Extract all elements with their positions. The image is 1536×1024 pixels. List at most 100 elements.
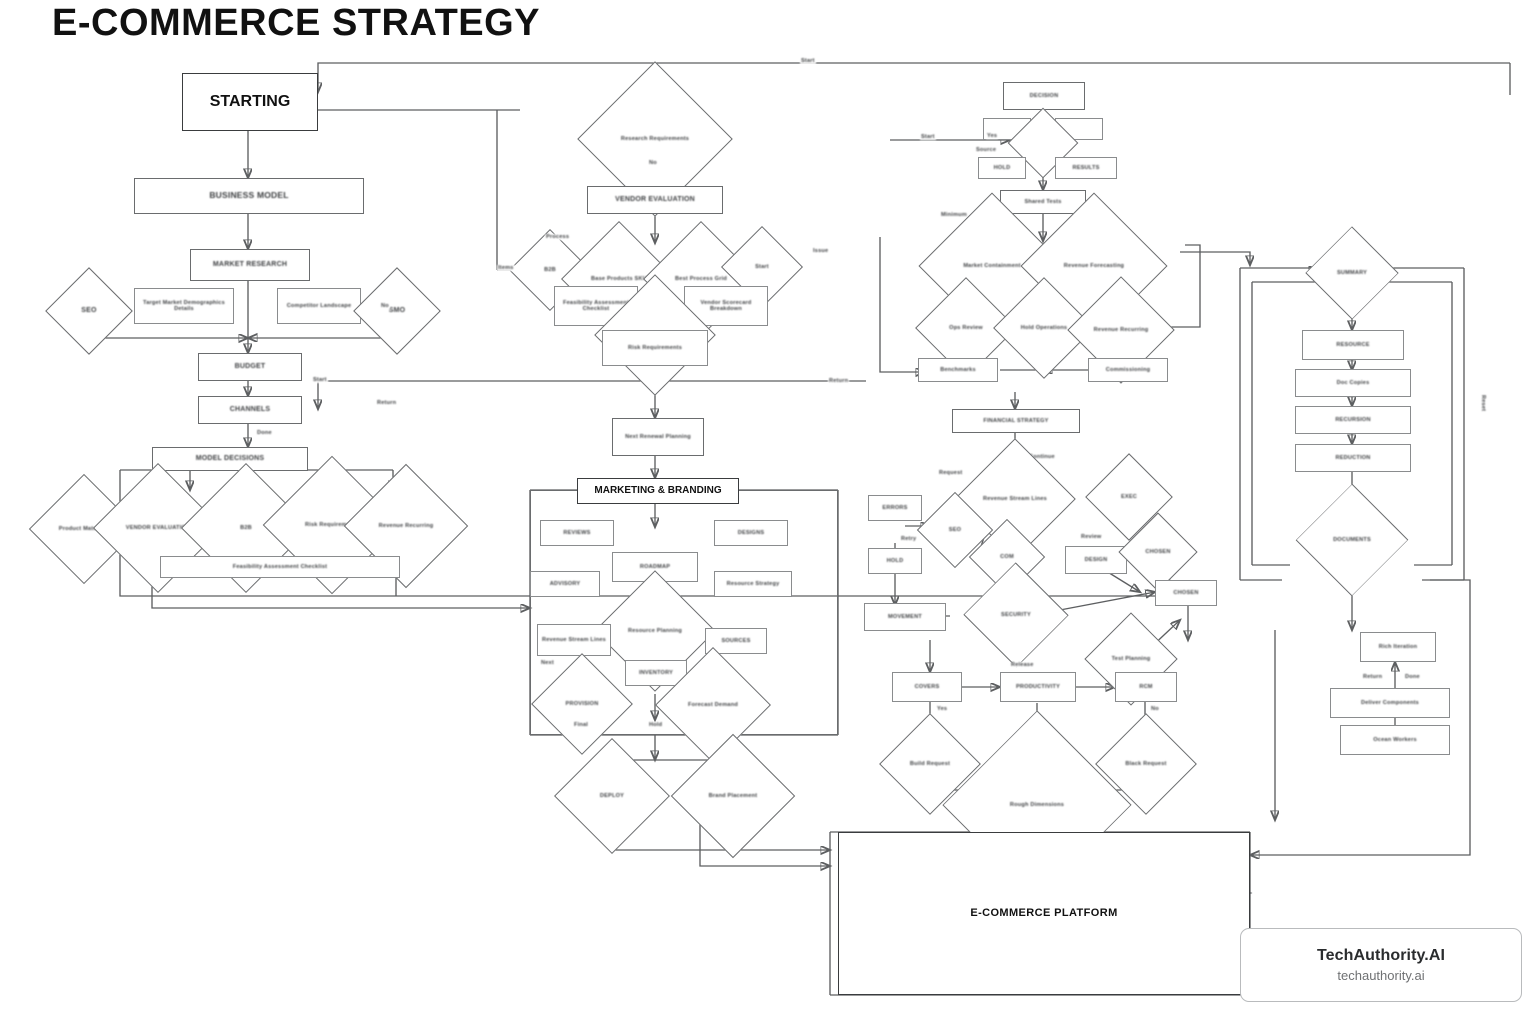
node-revenue-recurring[interactable]: Revenue Recurring xyxy=(1067,276,1175,384)
node-rough-dimensions-label: Rough Dimensions xyxy=(1009,801,1065,808)
edge-label-design: Review xyxy=(1080,534,1103,540)
node-ops-review-label: Ops Review xyxy=(949,324,983,331)
node-results[interactable]: RESULTS xyxy=(1055,157,1117,179)
node-left-diamond-2[interactable]: VENDOR EVALUATION xyxy=(92,462,224,594)
node-build-request[interactable]: Build Request xyxy=(879,713,981,815)
node-errors-label: ERRORS xyxy=(882,504,908,511)
node-doc-copies[interactable]: Doc Copies xyxy=(1295,369,1411,397)
node-ocean-workers[interactable]: Ocean Workers xyxy=(1340,725,1450,755)
node-productivity-label: PRODUCTIVITY xyxy=(1015,683,1061,690)
node-decision[interactable]: DECISION xyxy=(1003,82,1085,110)
node-revenue-streams[interactable]: Revenue Stream Lines xyxy=(954,438,1076,560)
node-test-planning[interactable]: Test Planning xyxy=(1084,612,1178,706)
node-left-diamond-4[interactable]: Risk Requirements xyxy=(262,455,402,595)
node-seo-mid[interactable]: SEO xyxy=(916,491,994,569)
node-next-renewal-label: Next Renewal Planning xyxy=(625,433,691,440)
node-chosen-diamond[interactable]: CHOSEN xyxy=(1118,512,1198,592)
node-left-wide-box[interactable]: Feasibility Assessment Checklist xyxy=(160,556,400,578)
edge-label-rich-1: Return xyxy=(1362,674,1384,680)
node-black-request[interactable]: Black Request xyxy=(1095,713,1197,815)
node-exec[interactable]: EXEC xyxy=(1085,453,1173,541)
node-financial-strategy-label: FINANCIAL STRATEGY xyxy=(983,417,1049,424)
node-market-research[interactable]: MARKET RESEARCH xyxy=(190,249,310,281)
node-shared-tests[interactable]: Shared Tests xyxy=(1000,190,1086,214)
node-com[interactable]: COM xyxy=(968,518,1046,596)
node-reviews-label: REVIEWS xyxy=(563,529,591,536)
edge-label-fin-sources: Continue xyxy=(1028,454,1056,460)
node-start-diamond[interactable]: Start xyxy=(720,225,804,309)
node-hold-operations[interactable]: Hold Operations xyxy=(993,277,1095,379)
node-model-decisions[interactable]: MODEL DECISIONS xyxy=(152,447,308,471)
node-details[interactable]: CHANNELS xyxy=(198,396,302,424)
node-target-audience[interactable]: Target Market Demographics Details xyxy=(134,288,234,324)
node-market-segment[interactable]: Market Containment xyxy=(918,192,1066,340)
node-reviews[interactable]: REVIEWS xyxy=(540,520,614,546)
node-chosen[interactable]: CHOSEN xyxy=(1155,580,1217,606)
node-next-renewal[interactable]: Next Renewal Planning xyxy=(612,418,704,456)
node-design[interactable]: DESIGN xyxy=(1065,546,1127,574)
node-ops-review[interactable]: Ops Review xyxy=(915,277,1017,379)
node-summary[interactable]: SUMMARY xyxy=(1302,226,1402,320)
node-advisory[interactable]: ADVISORY xyxy=(530,571,600,597)
node-resource-strategy[interactable]: Resource Strategy xyxy=(714,571,792,597)
node-seo-left[interactable]: SEO xyxy=(45,267,133,355)
node-security[interactable]: SECURITY xyxy=(963,562,1069,668)
node-best-process[interactable]: Best Process Grid xyxy=(643,221,759,337)
node-forecast-demand[interactable]: Forecast Demand xyxy=(655,647,771,763)
node-business-model[interactable]: BUSINESS MODEL xyxy=(134,178,364,214)
edge-label-center-yes: No xyxy=(648,160,658,166)
node-benchmarks[interactable]: Benchmarks xyxy=(918,358,998,382)
node-ecommerce-platform[interactable]: E-COMMERCE PLATFORM xyxy=(838,832,1250,995)
node-research-phase[interactable]: Research Requirements xyxy=(577,61,733,217)
node-documents[interactable]: DOCUMENTS xyxy=(1262,483,1442,597)
node-resource-handle[interactable]: Revenue Stream Lines xyxy=(537,624,611,656)
node-resource-handle-label: Revenue Stream Lines xyxy=(541,636,606,643)
edge-label-dec-in: Start xyxy=(920,134,936,140)
node-rich-iteration[interactable]: Rich Iteration xyxy=(1360,632,1436,662)
node-market-segment-label: Market Containment xyxy=(963,262,1021,269)
node-rcm[interactable]: RCM xyxy=(1115,672,1177,702)
node-provision[interactable]: PROVISION xyxy=(531,653,633,755)
node-resource-planning[interactable]: Resource Planning xyxy=(594,570,716,692)
node-covers[interactable]: COVERS xyxy=(892,672,962,702)
node-productivity[interactable]: PRODUCTIVITY xyxy=(1000,672,1076,702)
edge-label-start-right: Issue xyxy=(812,248,830,254)
node-resource-proc[interactable]: RESOURCE xyxy=(1302,330,1404,360)
node-commissioning[interactable]: Commissioning xyxy=(1088,358,1168,382)
node-left-diamond-3[interactable]: B2B xyxy=(180,462,312,594)
node-brand-review-label: Brand Placement xyxy=(708,792,758,799)
node-left-diamond-1[interactable]: Product Matching xyxy=(28,473,140,585)
node-left-diamond-5[interactable]: Revenue Recurring xyxy=(343,463,469,589)
node-revenue-forecast[interactable]: Revenue Forecasting xyxy=(1020,192,1168,340)
node-reduction[interactable]: REDUCTION xyxy=(1295,444,1411,472)
node-sources-label: SOURCES xyxy=(721,637,751,644)
node-decision-aux-right-label xyxy=(1076,128,1082,130)
node-provision-label: PROVISION xyxy=(565,700,599,707)
node-b2b[interactable]: B2B xyxy=(508,228,592,312)
node-risk-requirements[interactable]: Risk Requirements xyxy=(602,330,708,366)
node-competitor-analysis[interactable]: Competitor Landscape xyxy=(277,288,361,324)
node-financial-strategy[interactable]: FINANCIAL STRATEGY xyxy=(952,409,1080,433)
node-hold[interactable]: HOLD xyxy=(978,157,1026,179)
node-hold-mid[interactable]: HOLD xyxy=(868,548,922,574)
node-summary-label: SUMMARY xyxy=(1336,269,1368,276)
node-designs[interactable]: DESIGNS xyxy=(714,520,788,546)
node-rough-dimensions[interactable]: Rough Dimensions xyxy=(942,710,1132,900)
node-hold-mid-label: HOLD xyxy=(886,557,904,564)
node-starting[interactable]: STARTING xyxy=(182,73,318,131)
node-deploy[interactable]: DEPLOY xyxy=(554,738,670,854)
node-base-products[interactable]: Base Products SKU xyxy=(561,221,677,337)
edge-label-budget: Start xyxy=(312,377,328,383)
node-smo-right[interactable]: SMO xyxy=(353,267,441,355)
node-brand-review[interactable]: Brand Placement xyxy=(670,733,796,859)
node-deliver-components[interactable]: Deliver Components xyxy=(1330,688,1450,718)
node-budget[interactable]: BUDGET xyxy=(198,353,302,381)
node-chosen-label: CHOSEN xyxy=(1173,589,1199,596)
node-vendor-evaluation[interactable]: VENDOR EVALUATION xyxy=(587,186,723,214)
node-marketing-branding[interactable]: MARKETING & BRANDING xyxy=(577,478,739,504)
node-deploy-label: DEPLOY xyxy=(599,792,625,799)
node-errors[interactable]: ERRORS xyxy=(868,495,922,521)
node-movement[interactable]: MOVEMENT xyxy=(864,603,946,631)
node-recursion[interactable]: RECURSION xyxy=(1295,406,1411,434)
node-roadmap-label: ROADMAP xyxy=(639,563,671,570)
